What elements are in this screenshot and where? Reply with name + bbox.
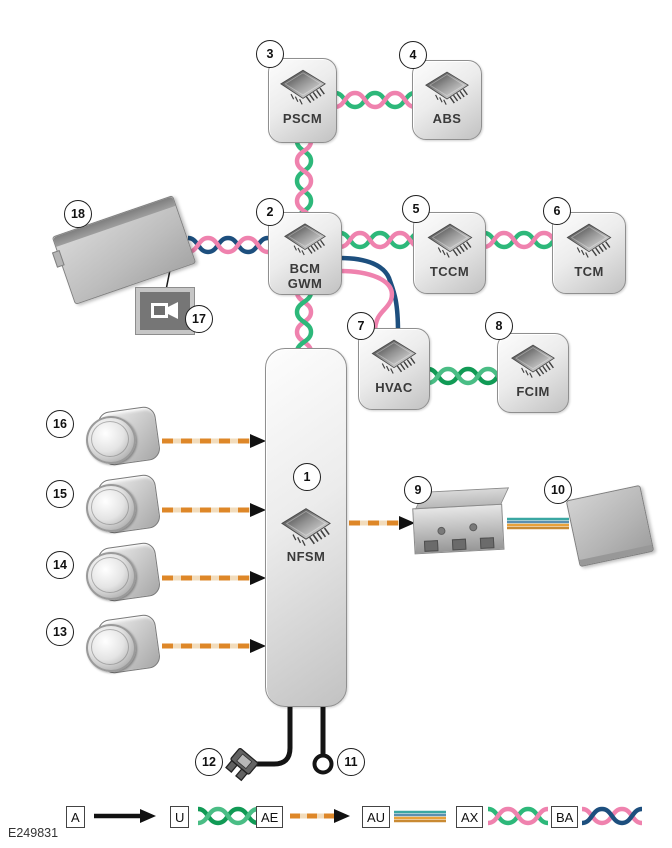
legend-twisted-pair-ba	[581, 806, 643, 826]
amp-connector	[423, 540, 439, 552]
wire-bcm-tccm	[339, 230, 421, 250]
legend-code-ba: BA	[551, 806, 579, 828]
wire-tccm-tcm	[483, 230, 565, 250]
module-fcim: FCIM	[497, 333, 569, 413]
module-hvac: HVAC	[358, 328, 430, 410]
legend-code-ae: AE	[256, 806, 284, 828]
callout-9: 9	[404, 476, 432, 504]
callout-4: 4	[399, 41, 427, 69]
arrow-mic1-nfsm	[162, 434, 266, 448]
mic-ring	[91, 421, 129, 457]
mic-ring	[91, 629, 129, 665]
arrow-nfsm-amp	[349, 516, 415, 530]
module-bcm-label-1: BCM	[289, 261, 321, 276]
module-hvac-label: HVAC	[375, 380, 413, 395]
mic-ring	[91, 489, 129, 525]
callout-17: 17	[185, 305, 213, 333]
module-bcm-gwm: BCM GWM	[268, 212, 342, 295]
chip-icon	[418, 68, 476, 112]
module-fcim-label: FCIM	[516, 384, 550, 399]
module-tcm-label: TCM	[574, 264, 604, 279]
legend-code-au: AU	[362, 806, 391, 828]
chip-icon	[365, 336, 423, 381]
wire-bcm-nfsm	[294, 291, 314, 353]
module-pscm: PSCM	[268, 58, 337, 143]
callout-10: 10	[544, 476, 572, 504]
module-tcm: TCM	[552, 212, 626, 294]
chip-icon	[275, 504, 337, 554]
legend-striped-cable	[394, 810, 446, 823]
wire-hvac-fcim	[427, 366, 509, 386]
chip-icon	[276, 220, 334, 262]
legend-twisted-pair-u	[197, 806, 259, 826]
callout-11: 11	[337, 748, 365, 776]
arrow-mic4-nfsm	[162, 639, 266, 653]
arrow-mic3-nfsm	[162, 571, 266, 585]
callout-8: 8	[485, 312, 513, 340]
callout-2: 2	[256, 198, 284, 226]
microphone-4	[86, 613, 162, 675]
module-tccm: TCCM	[413, 212, 486, 294]
callout-12: 12	[195, 748, 223, 776]
module-abs-label: ABS	[432, 111, 462, 126]
callout-15: 15	[46, 480, 74, 508]
legend-code-a: A	[66, 806, 85, 828]
module-tccm-label: TCCM	[429, 264, 470, 279]
microphone-2	[86, 473, 162, 535]
callout-1: 1	[293, 463, 321, 491]
display-mount-tab	[51, 250, 65, 268]
legend-code-u: U	[170, 806, 190, 828]
figure-id: E249831	[8, 826, 59, 840]
wire-pscm-abs	[334, 90, 416, 110]
arrow-mic2-nfsm	[162, 503, 266, 517]
module-bcm-label-2: GWM	[287, 275, 323, 291]
callout-6: 6	[543, 197, 571, 225]
callout-16: 16	[46, 410, 74, 438]
amp-connector	[451, 538, 467, 551]
callout-3: 3	[256, 40, 284, 68]
wire-pscm-bcm	[294, 140, 314, 222]
callout-18: 18	[64, 200, 92, 228]
callout-14: 14	[46, 551, 74, 579]
callout-7: 7	[347, 312, 375, 340]
module-pscm-label: PSCM	[282, 111, 323, 126]
module-nfsm: 1 NFSM	[265, 348, 347, 707]
legend-code-ax: AX	[456, 806, 484, 828]
microphone-3	[86, 541, 162, 603]
legend-dashed-arrow	[290, 809, 350, 823]
speaker	[565, 484, 655, 568]
microphone-1	[86, 405, 162, 467]
chip-icon	[274, 66, 332, 112]
wire-amp-speaker	[507, 517, 569, 530]
chip-icon	[504, 341, 562, 385]
wire-bcm-hvac	[339, 255, 401, 333]
camera-icon	[135, 287, 195, 335]
camera-glyph	[151, 302, 178, 319]
legend-solid-arrow	[94, 809, 156, 823]
legend-twisted-pair-ax	[487, 806, 549, 826]
callout-5: 5	[402, 195, 430, 223]
fuse-icon	[225, 748, 259, 782]
chip-icon	[560, 220, 618, 265]
ground-ring-icon	[312, 753, 334, 775]
amp-connector	[479, 537, 495, 549]
wire-display-bcm	[187, 235, 269, 255]
callout-13: 13	[46, 618, 74, 646]
module-abs: ABS	[412, 60, 482, 140]
wire-nfsm-power-ground	[248, 700, 326, 767]
module-nfsm-label: NFSM	[286, 549, 326, 564]
chip-icon	[421, 220, 479, 265]
mic-ring	[91, 557, 129, 593]
